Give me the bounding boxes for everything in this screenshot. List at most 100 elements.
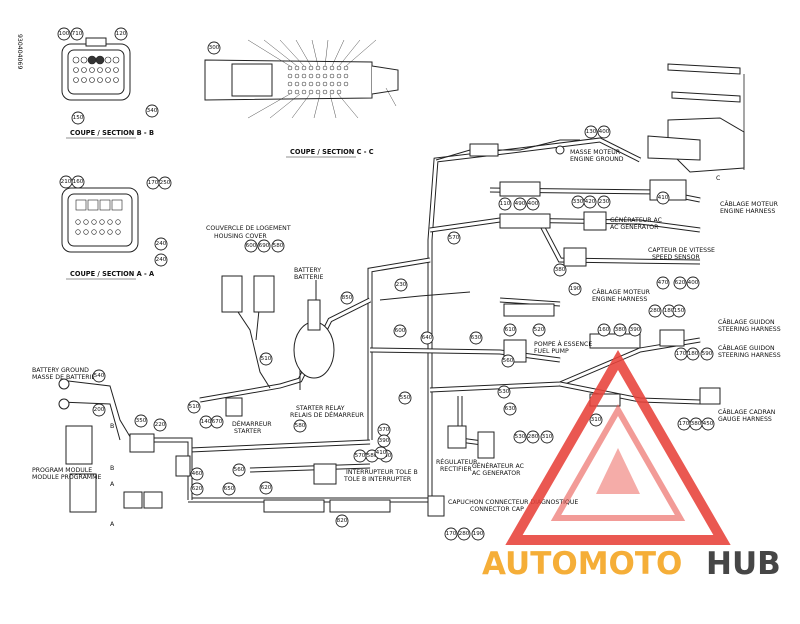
label-program-module-2: MODULE PROGRAMME bbox=[32, 474, 101, 481]
callout-number: 170 bbox=[676, 351, 687, 357]
callout-circle bbox=[244, 239, 258, 253]
callout-number: 160 bbox=[73, 179, 84, 185]
callout-circle bbox=[158, 176, 172, 190]
callout-circle bbox=[540, 430, 554, 444]
callout-number: 570 bbox=[449, 235, 460, 241]
callout-number: 200 bbox=[94, 407, 105, 413]
callout-circle bbox=[656, 191, 670, 205]
callout-circle bbox=[187, 400, 201, 414]
callout-number: 180 bbox=[688, 351, 699, 357]
callout-circle bbox=[701, 417, 715, 431]
main-harness bbox=[150, 137, 701, 503]
callout-number: 230 bbox=[396, 282, 407, 288]
callout-circle bbox=[583, 195, 597, 209]
callout-circle bbox=[553, 263, 567, 277]
callout-number: 380 bbox=[615, 327, 626, 333]
label-engine-harness-top-1: CÂBLAGE MOTEUR bbox=[720, 199, 779, 208]
callout-number: 530 bbox=[499, 389, 510, 395]
callout-number: 370 bbox=[379, 427, 390, 433]
callout-number: 520 bbox=[534, 327, 545, 333]
callout-circle bbox=[134, 414, 148, 428]
callout-number: 470 bbox=[658, 280, 669, 286]
callout-number: 460 bbox=[192, 471, 203, 477]
label-starter-1: DÉMARREUR bbox=[232, 419, 272, 428]
label-steering-harness-1: CÂBLAGE GUIDON bbox=[718, 317, 775, 326]
callout-number: 650 bbox=[224, 486, 235, 492]
callout-number: 620 bbox=[192, 486, 203, 492]
label-speed-sensor-2: SPEED SENSOR bbox=[652, 254, 700, 261]
label-battery-1: BATTERY bbox=[294, 267, 321, 274]
callout-circle bbox=[92, 403, 106, 417]
callout-circle bbox=[503, 323, 517, 337]
callout-circle bbox=[526, 197, 540, 211]
callout-circle bbox=[501, 354, 515, 368]
callout-circle bbox=[114, 27, 128, 41]
connector-section-c bbox=[204, 39, 399, 119]
label-starter-relay-1: STARTER RELAY bbox=[296, 405, 345, 412]
callout-circle bbox=[447, 231, 461, 245]
label-gauge-harness-2: GAUGE HARNESS bbox=[718, 416, 772, 423]
callout-number: 220 bbox=[155, 422, 166, 428]
callout-circle bbox=[207, 41, 221, 55]
callout-circle bbox=[293, 419, 307, 433]
label-battery-ground-2: MASSE DE BATTERIE bbox=[32, 374, 95, 381]
callout-circle bbox=[257, 239, 271, 253]
callout-number: 350 bbox=[136, 418, 147, 424]
callout-circle bbox=[513, 430, 527, 444]
watermark-part2: HUB bbox=[706, 546, 781, 582]
section-c-title: COUPE / SECTION C - C bbox=[290, 148, 374, 156]
label-ac-generator-bottom-1: GÉNÉRATEUR AC bbox=[472, 461, 524, 470]
callout-circle bbox=[398, 391, 412, 405]
upper-right-components bbox=[647, 63, 745, 173]
connector-section-b bbox=[61, 37, 131, 101]
label-connector-cap-1: CAPUCHON CONNECTEUR DIAGNOSTIQUE bbox=[448, 499, 578, 506]
letter-c: C bbox=[716, 175, 720, 182]
callout-number: 140 bbox=[201, 419, 212, 425]
section-b-title: COUPE / SECTION B - B bbox=[70, 129, 154, 137]
callout-circle bbox=[393, 324, 407, 338]
callout-number: 410 bbox=[658, 195, 669, 201]
label-engine-harness-top-2: ENGINE HARNESS bbox=[720, 208, 775, 215]
callout-circle bbox=[71, 111, 85, 125]
callout-circle bbox=[190, 467, 204, 481]
callout-circle bbox=[532, 323, 546, 337]
callout-circle bbox=[613, 323, 627, 337]
callout-number: 510 bbox=[261, 356, 272, 362]
callout-number: 670 bbox=[212, 419, 223, 425]
callout-circle bbox=[210, 415, 224, 429]
callout-number: 410 bbox=[376, 450, 387, 456]
components bbox=[58, 143, 721, 517]
callout-number: 390 bbox=[379, 438, 390, 444]
label-ac-generator-top-1: GÉNÉRATEUR AC bbox=[610, 215, 662, 224]
callout-circle bbox=[57, 27, 71, 41]
callout-circle bbox=[145, 104, 159, 118]
label-starter-2: STARTER bbox=[234, 428, 262, 435]
callout-number: 640 bbox=[422, 335, 433, 341]
callout-circle bbox=[513, 197, 527, 211]
callout-number: 590 bbox=[702, 351, 713, 357]
callout-circle bbox=[71, 175, 85, 189]
letter-b-2: B bbox=[110, 465, 114, 472]
callout-circle bbox=[498, 197, 512, 211]
callout-number: 550 bbox=[400, 395, 411, 401]
callout-circle bbox=[340, 291, 354, 305]
callout-number: 130 bbox=[586, 129, 597, 135]
label-program-module-1: PROGRAM MODULE bbox=[32, 467, 92, 474]
callout-number: 380 bbox=[555, 267, 566, 273]
callout-number: 310 bbox=[542, 434, 553, 440]
watermark-part1: AUTOMOTO bbox=[482, 546, 682, 582]
callout-circle bbox=[672, 304, 686, 318]
callout-number: 610 bbox=[505, 327, 516, 333]
callout-number: 240 bbox=[156, 241, 167, 247]
callout-number: 580 bbox=[367, 453, 378, 459]
callout-circle bbox=[597, 323, 611, 337]
callout-circle bbox=[154, 253, 168, 267]
callout-number: 580 bbox=[295, 423, 306, 429]
callout-circle bbox=[335, 514, 349, 528]
callout-number: 170 bbox=[148, 180, 159, 186]
callout-circle bbox=[526, 430, 540, 444]
callout-number: 340 bbox=[147, 108, 158, 114]
callout-circle bbox=[469, 331, 483, 345]
